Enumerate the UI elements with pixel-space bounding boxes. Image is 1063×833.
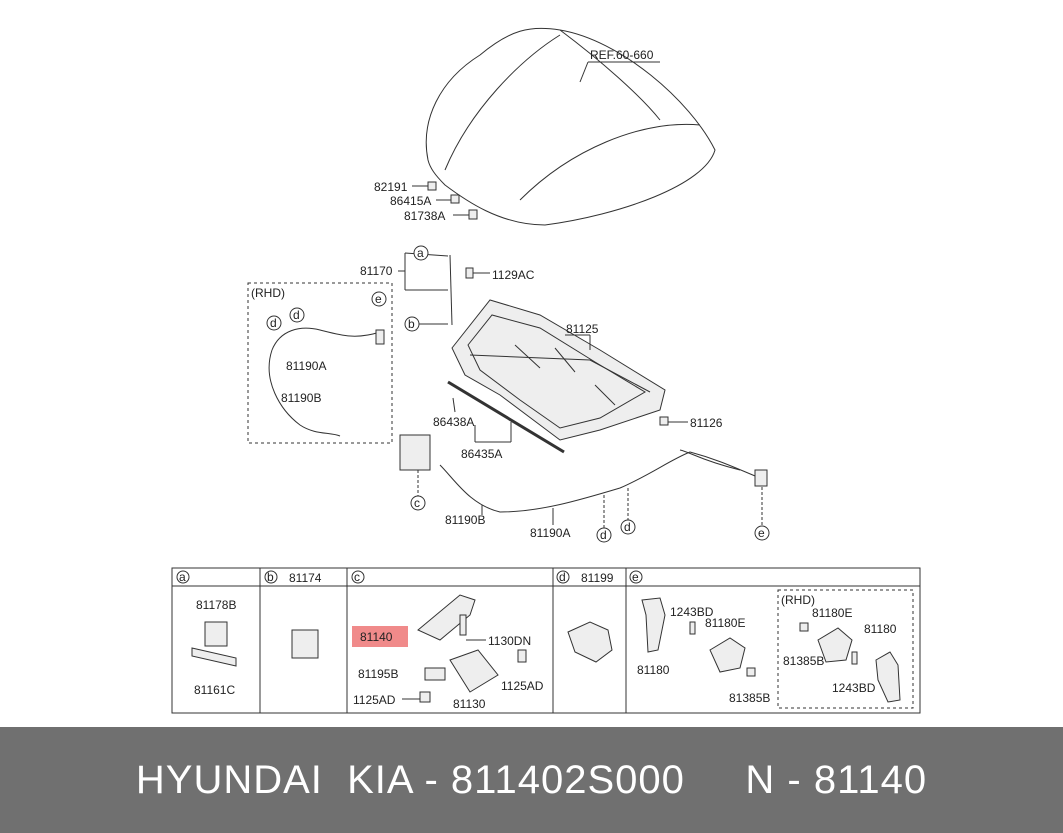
part-81385B-rhd: [799, 622, 809, 632]
label-81385B-rhd: 81385B: [783, 654, 824, 668]
rhd-box: [247, 282, 393, 444]
label-81130: 81130: [453, 697, 486, 711]
callout-e: [754, 525, 770, 541]
part-81178B: [204, 621, 228, 647]
label-1243BD: 1243BD: [670, 605, 714, 619]
callout-b-letter: b: [408, 317, 415, 331]
table-letter-c: c: [354, 570, 360, 584]
part-81180E-rhd: [817, 627, 853, 663]
part-81161C: [191, 647, 237, 667]
part-1129AC: [465, 267, 474, 279]
callout-a: [413, 245, 429, 261]
label-86438A: 86438A: [433, 415, 474, 429]
part-81180E: [709, 637, 746, 673]
callout-d-rhd2-letter: d: [293, 308, 300, 322]
rhd-label-e: (RHD): [781, 593, 815, 607]
label-1125AD-right: 1125AD: [501, 679, 544, 693]
part-81174: [291, 629, 319, 659]
footer-text: HYUNDAI KIA - 811402S000 N - 81140: [135, 757, 928, 802]
part-1125AD-right: [517, 649, 527, 663]
part-86415A: [450, 194, 460, 204]
rhd-label: (RHD): [251, 286, 285, 300]
release-handle-e: [754, 469, 768, 487]
label-81190A-rhd: 81190A: [286, 359, 326, 373]
part-1243BD-rhd: [851, 651, 858, 665]
callout-e-rhd: [371, 291, 387, 307]
label-81140: 81140: [360, 630, 393, 644]
callout-d-rhd2: [289, 307, 305, 323]
part-1125AD-left: [419, 691, 431, 703]
label-81126: 81126: [690, 416, 723, 430]
callout-d1-letter: d: [600, 528, 607, 542]
label-81170: 81170: [360, 264, 393, 278]
callout-d-rhd1-letter: d: [270, 316, 277, 330]
callout-e-rhd-letter: e: [375, 292, 382, 306]
label-81180E: 81180E: [705, 616, 745, 630]
callout-c-letter: c: [414, 496, 420, 510]
hood-inner-panel: [451, 299, 666, 441]
label-81180: 81180: [637, 663, 670, 677]
label-82191: 82191: [374, 180, 408, 194]
table-callout-d: [556, 570, 570, 584]
part-81180-rhd: [875, 651, 901, 703]
ref-label: REF.60-660: [590, 48, 654, 62]
part-82191: [427, 181, 437, 191]
table-callout-b: [264, 570, 278, 584]
callout-a-letter: a: [417, 246, 424, 260]
callout-d-rhd1: [266, 315, 282, 331]
table-letter-d: d: [559, 570, 566, 584]
part-1243BD: [689, 621, 696, 635]
part-81195B: [424, 667, 446, 681]
label-81161C: 81161C: [194, 683, 235, 697]
label-81195B: 81195B: [358, 667, 398, 681]
callout-e-letter: e: [758, 526, 765, 540]
part-number-footer: HYUNDAI KIA - 811402S000 N - 81140: [0, 727, 1063, 833]
stay-rod: [449, 254, 453, 326]
rhd-cable-lower: [268, 349, 341, 437]
label-81174: 81174: [289, 571, 322, 585]
table-callout-c: [351, 570, 365, 584]
part-81140: [417, 594, 476, 641]
latch-release-lever: [399, 434, 431, 471]
parts-diagram: REF.60-660 82191 86415A 81738A 81170 a b…: [171, 27, 921, 714]
label-1243BD-rhd: 1243BD: [832, 681, 876, 695]
part-81180: [641, 597, 666, 653]
parts-table: [171, 567, 921, 714]
label-81190B-rhd: 81190B: [281, 391, 321, 405]
part-81126: [659, 416, 669, 426]
part-81199: [567, 621, 613, 663]
label-81199: 81199: [581, 571, 614, 585]
weatherstrip: [447, 380, 565, 454]
label-81190B: 81190B: [445, 513, 485, 527]
part-81738A: [468, 209, 478, 220]
rhd-release-handle: [375, 329, 385, 345]
release-cable: [439, 451, 761, 513]
rhd-cable-upper: [271, 327, 381, 351]
label-1125AD-left: 1125AD: [353, 693, 396, 707]
label-1129AC: 1129AC: [492, 268, 535, 282]
rhd-box-e: [777, 589, 914, 709]
label-81178B: 81178B: [196, 598, 236, 612]
part-81385B: [746, 667, 756, 677]
table-letter-a: a: [179, 570, 186, 584]
callout-d2-letter: d: [624, 520, 631, 534]
label-81180-rhd: 81180: [864, 622, 897, 636]
highlight-81140: [352, 626, 408, 647]
label-81385B: 81385B: [729, 691, 770, 705]
part-81130: [449, 649, 499, 693]
ref-leader: [579, 61, 589, 83]
table-callout-a: [176, 570, 190, 584]
label-86435A: 86435A: [461, 447, 502, 461]
part-1130DN: [459, 614, 467, 636]
table-letter-e: e: [632, 570, 639, 584]
label-81125: 81125: [566, 322, 599, 336]
label-86415A: 86415A: [390, 194, 431, 208]
label-81738A: 81738A: [404, 209, 445, 223]
label-1130DN: 1130DN: [488, 634, 531, 648]
table-letter-b: b: [267, 570, 274, 584]
hood-illustration: [425, 27, 716, 226]
table-callout-e: [629, 570, 643, 584]
label-81190A: 81190A: [530, 526, 570, 540]
label-81180E-rhd: 81180E: [812, 606, 852, 620]
